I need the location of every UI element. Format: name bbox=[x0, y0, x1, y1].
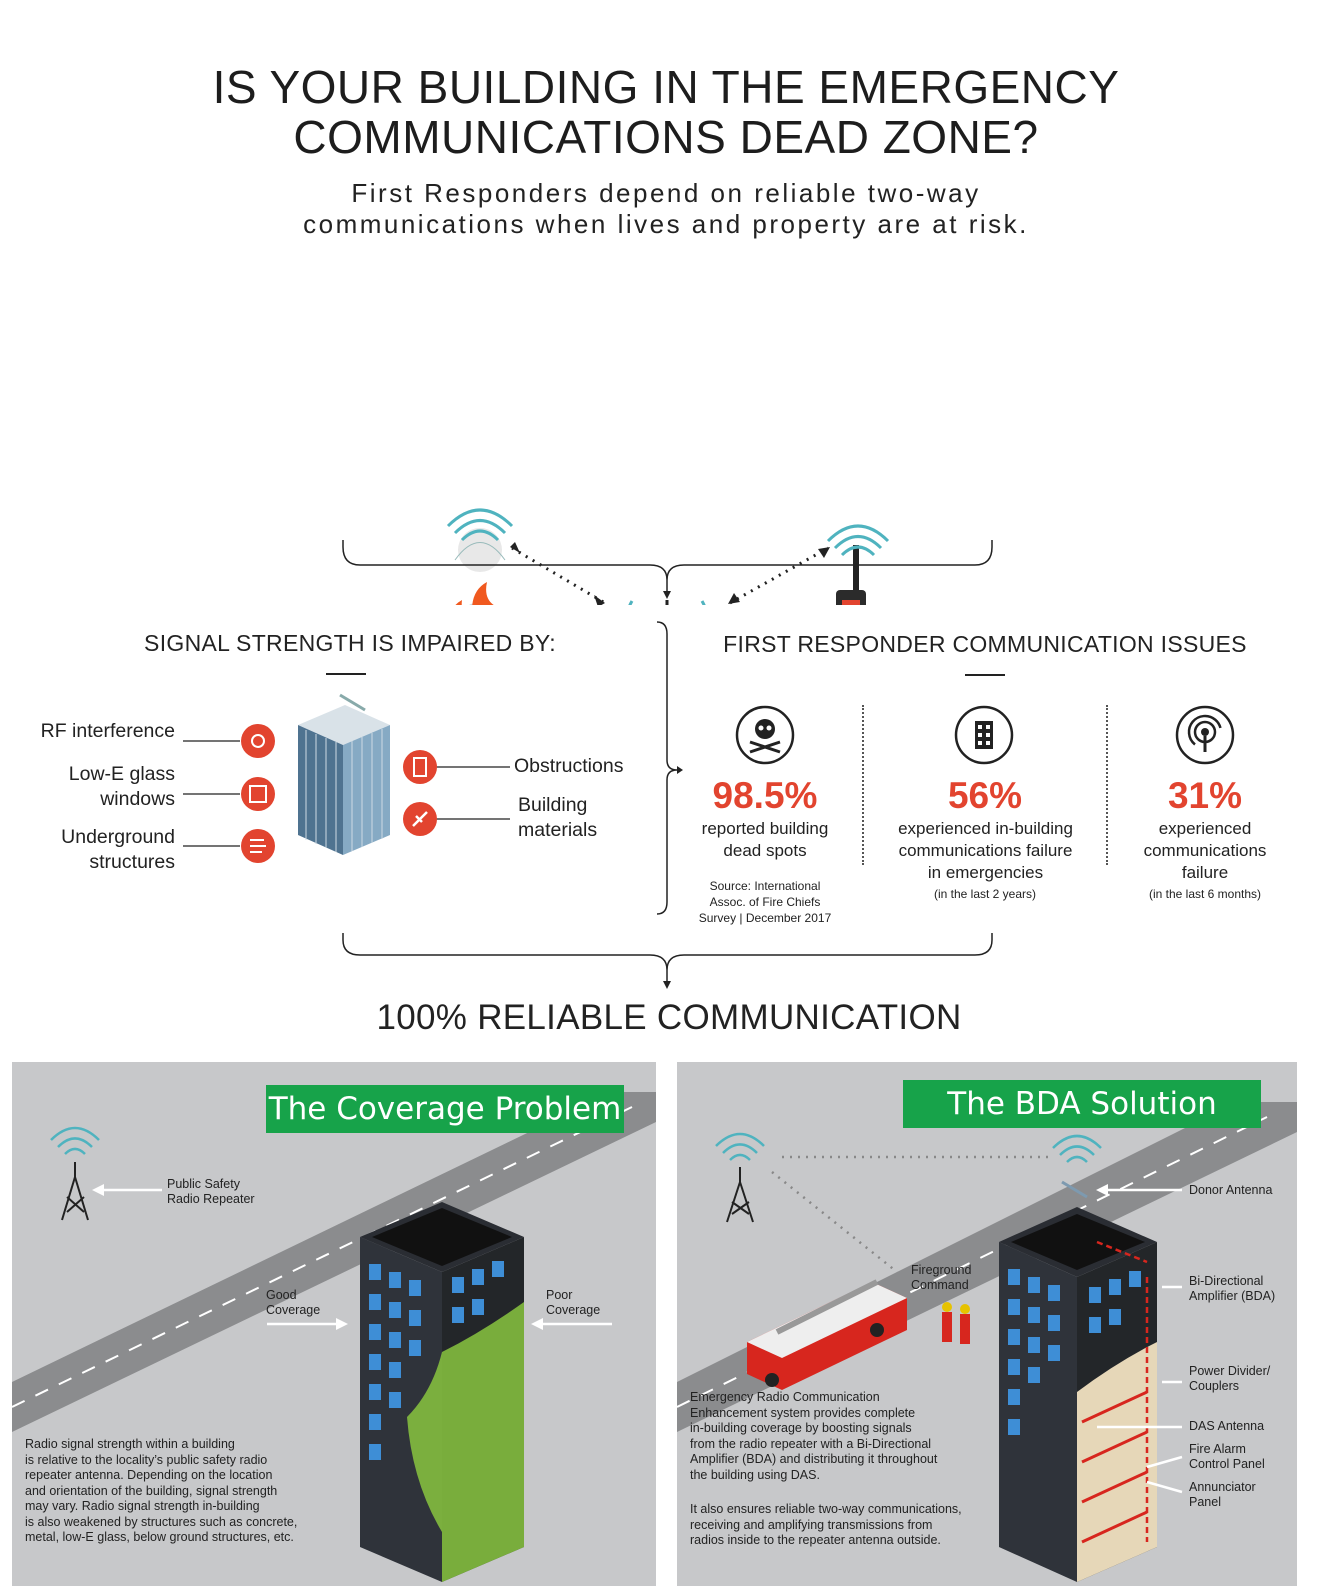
signal-arrow-right bbox=[729, 546, 829, 605]
radio-wave-icon bbox=[826, 524, 890, 557]
stat-value-failure-6mo: 31% bbox=[1167, 775, 1243, 816]
issues-divider bbox=[965, 674, 1005, 676]
tower-wave-icon bbox=[628, 600, 706, 605]
coverage-banner: The Coverage Problem bbox=[266, 1085, 624, 1133]
issue-icons bbox=[735, 705, 1235, 765]
burning-building-icon bbox=[454, 528, 506, 605]
issues-heading: FIRST RESPONDER COMMUNICATION ISSUES bbox=[723, 631, 1247, 657]
stat-value-dead-spots: 98.5% bbox=[712, 775, 818, 816]
repeater-wave-icon bbox=[50, 1126, 100, 1155]
bda-window-grid bbox=[1008, 1269, 1141, 1435]
coverage-panel: The Coverage Problem Public Safety Radio… bbox=[12, 1062, 656, 1586]
page-subtitle: First Responders depend on reliable two-… bbox=[303, 178, 1029, 239]
poor-coverage-label: Poor Coverage bbox=[546, 1288, 601, 1317]
impaired-heading: SIGNAL STRENGTH IS IMPAIRED BY: bbox=[144, 630, 556, 656]
window-grid-left bbox=[369, 1264, 421, 1460]
stat-desc-failure-6mo: experienced communications failure bbox=[1143, 819, 1267, 882]
low-e-glass-label: Low-E glass windows bbox=[68, 763, 175, 810]
fire-alarm-panel-label: Fire Alarm Control Panel bbox=[1189, 1442, 1265, 1471]
obstructions-label: Obstructions bbox=[514, 755, 624, 777]
stat-value-failure-2yr: 56% bbox=[947, 775, 1023, 816]
reliable-heading: 100% RELIABLE COMMUNICATION bbox=[376, 998, 962, 1037]
donor-antenna-wave-icon bbox=[1052, 1134, 1102, 1163]
stat-note-2yr: (in the last 2 years) bbox=[933, 887, 1037, 901]
building-icon bbox=[954, 705, 1014, 765]
coverage-description: Radio signal strength within a building … bbox=[25, 1437, 298, 1544]
glass-window-icon bbox=[241, 777, 275, 811]
signal-icon bbox=[1175, 705, 1235, 765]
skull-crossbones-icon bbox=[735, 705, 795, 765]
bda-repeater-tower-icon bbox=[726, 1167, 754, 1223]
wifi-icon bbox=[446, 508, 514, 542]
underground-label: Underground structures bbox=[61, 826, 175, 873]
rf-interference-icon bbox=[241, 724, 275, 758]
good-coverage-label: Good Coverage bbox=[266, 1288, 321, 1317]
stat-separator-2 bbox=[1106, 705, 1108, 865]
power-divider-label: Power Divider/ Couplers bbox=[1189, 1364, 1271, 1393]
bda-panel: The BDA Solution Donor Antenna Bi-Direct… bbox=[677, 1062, 1297, 1586]
bda-repeater-wave-icon bbox=[715, 1132, 765, 1161]
handheld-radio-icon bbox=[836, 545, 866, 605]
page-title: IS YOUR BUILDING IN THE EMERGENCY COMMUN… bbox=[212, 61, 1120, 163]
building-materials-label: Building materials bbox=[518, 794, 598, 841]
window-grid-right bbox=[452, 1261, 504, 1323]
center-bracket bbox=[656, 621, 683, 915]
annunciator-panel-label: Annunciator Panel bbox=[1189, 1480, 1256, 1509]
impaired-illustration bbox=[183, 693, 510, 863]
coverage-illustration bbox=[12, 1092, 656, 1582]
bda-illustration bbox=[677, 1102, 1297, 1582]
stat-desc-dead-spots: reported building dead spots bbox=[701, 819, 829, 860]
bda-description-2: It also ensures reliable two-way communi… bbox=[690, 1502, 962, 1547]
das-antenna-label: DAS Antenna bbox=[1189, 1419, 1265, 1433]
bda-banner: The BDA Solution bbox=[903, 1080, 1261, 1128]
brace-bottom bbox=[342, 933, 993, 989]
bda-fire-truck-icon bbox=[747, 1279, 907, 1390]
stat-separator-1 bbox=[862, 705, 864, 865]
stat-desc-failure-2yr: experienced in-building communications f… bbox=[898, 819, 1073, 882]
fireground-command-label: Fireground Command bbox=[911, 1263, 972, 1292]
signal-arrow-left bbox=[511, 546, 606, 605]
bda-label: Bi-Directional Amplifier (BDA) bbox=[1189, 1274, 1276, 1303]
stat-source-note: Source: International Assoc. of Fire Chi… bbox=[698, 879, 832, 925]
donor-antenna-label: Donor Antenna bbox=[1189, 1183, 1273, 1197]
brace-top bbox=[342, 540, 993, 581]
impaired-divider bbox=[326, 673, 366, 675]
hero-illustration bbox=[342, 508, 993, 605]
radio-tower-icon bbox=[665, 600, 669, 605]
stat-note-6mo: (in the last 6 months) bbox=[1148, 887, 1262, 901]
obstruction-icon bbox=[403, 750, 437, 784]
bda-description: Emergency Radio Communication Enhancemen… bbox=[690, 1390, 938, 1482]
rf-interference-label: RF interference bbox=[40, 720, 175, 742]
repeater-tower-icon bbox=[61, 1162, 89, 1221]
repeater-label: Public Safety Radio Repeater bbox=[167, 1177, 255, 1206]
firefighter-icon bbox=[942, 1302, 970, 1344]
